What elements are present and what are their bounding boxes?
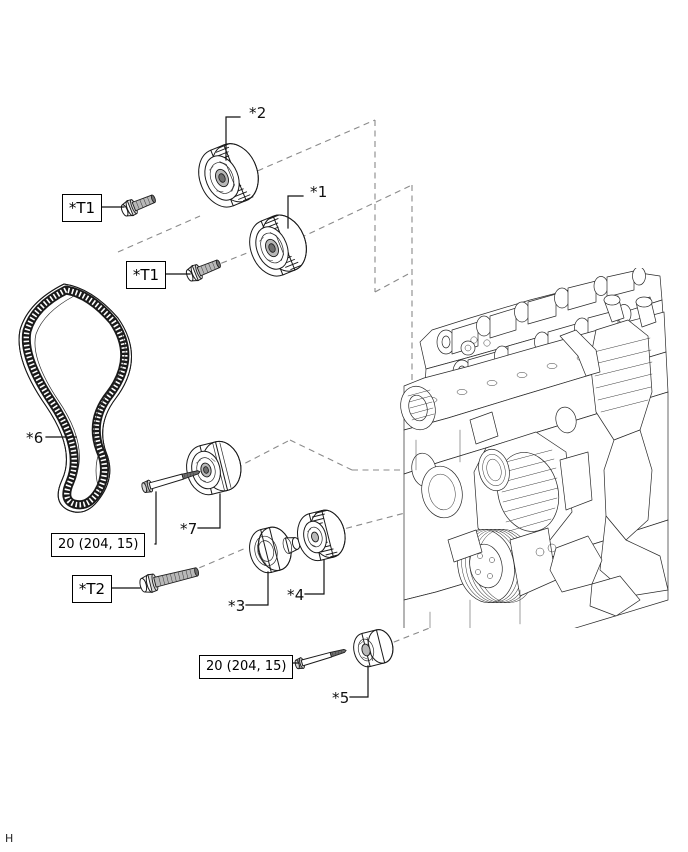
crankshaft-timing-sprocket <box>297 509 346 562</box>
sheet-mark: H <box>5 832 14 845</box>
callout-label-5: *5 <box>332 689 350 707</box>
idler-bolt-lower <box>294 649 347 670</box>
callout-label-1: *1 <box>310 183 328 201</box>
crankshaft-oil-seal-retainer <box>249 526 301 574</box>
callout-label-4: *4 <box>287 586 305 604</box>
flange-bolt-upper <box>120 194 156 217</box>
timing-belt-tensioner-pulley <box>186 440 242 496</box>
tag-box-t1-lower: *T1 <box>126 261 166 289</box>
flange-bolt-tensioner <box>139 567 200 593</box>
callout-label-6: *6 <box>26 429 44 447</box>
torque-spec-idler: 20 (204, 15) <box>199 655 294 679</box>
torque-spec-tensioner: 20 (204, 15) <box>51 533 146 557</box>
engine-block-assembly <box>400 268 669 628</box>
callout-label-3: *3 <box>228 597 246 615</box>
idler-bolt-upper <box>141 470 201 493</box>
callout-label-7: *7 <box>180 520 198 538</box>
camshaft-timing-sprocket-lower <box>249 214 307 277</box>
tag-box-t2: *T2 <box>72 575 112 603</box>
tag-box-t1-upper: *T1 <box>62 194 102 222</box>
camshaft-timing-sprocket-upper <box>198 143 259 208</box>
callout-label-2: *2 <box>249 104 267 122</box>
flange-bolt-lower <box>185 259 221 282</box>
timing-belt <box>18 283 132 513</box>
leader-lines <box>45 116 369 698</box>
timing-belt-idler-bushing <box>353 629 394 668</box>
